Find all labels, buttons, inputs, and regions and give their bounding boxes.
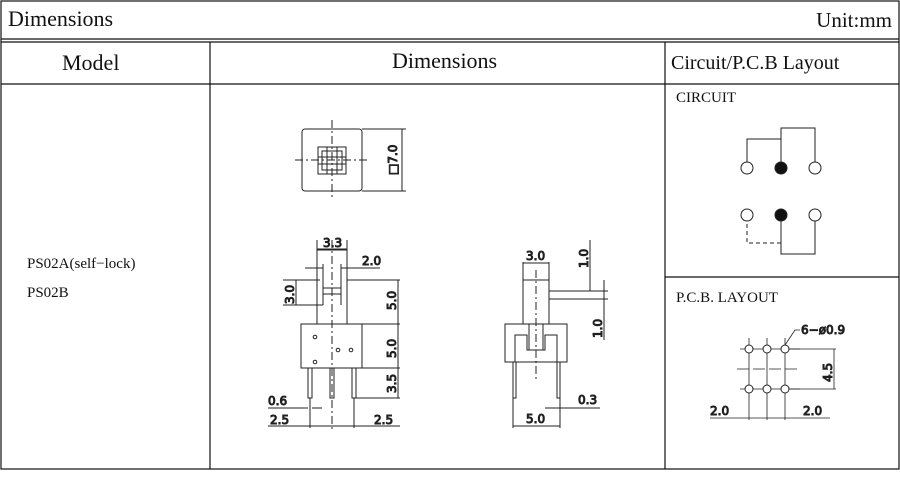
unit-label: Unit:mm [816,8,892,32]
dim-pin-span: 5.0 [526,412,545,426]
dim-pin-thickness: 0.3 [578,393,597,407]
circuit-diagram [740,127,822,255]
dim-pitch-left: 2.5 [270,413,289,427]
dim-side-width: 3.0 [526,249,545,263]
pcb-pitch-left: 2.0 [710,404,729,418]
dim-travel: 3.0 [283,285,297,304]
pcb-holes-label: 6−ø0.9 [801,323,845,337]
dim-gap-top: 1.0 [577,249,591,268]
sheet-title: Dimensions [8,6,114,31]
dim-width: 3.3 [323,236,342,250]
pcb-layout-label: P.C.B. LAYOUT [676,290,778,306]
column-header-circuit: Circuit/P.C.B Layout [671,52,840,74]
dim-stem-height: 5.0 [385,291,399,310]
dim-gap-bottom: 1.0 [591,319,605,338]
top-view-drawing: □7.0 [295,120,406,200]
model-name: PS02B [27,285,69,301]
front-view-drawing: 3.3 2.0 3.0 5.0 5.0 3.5 0.6 2.5 2.5 [268,236,400,430]
column-header-dimensions: Dimensions [392,48,498,73]
pcb-pitch-vertical: 4.5 [821,363,835,382]
dim-body-height: 5.0 [385,339,399,358]
model-name: PS02A(self−lock) [27,256,136,272]
dim-pin-width: 0.6 [268,394,287,408]
dim-slot: 2.0 [362,254,381,268]
pcb-pitch-right: 2.0 [803,404,822,418]
side-view-drawing: 3.0 1.0 1.0 0.3 5.0 [504,240,608,428]
dim-pin-length: 3.5 [385,374,399,393]
dim-size: □7.0 [386,145,400,175]
dim-pitch-right: 2.5 [374,413,393,427]
pcb-layout-diagram: 6−ø0.9 4.5 2.0 2.0 [710,323,846,420]
circuit-label: CIRCUIT [676,90,736,106]
column-header-model: Model [62,50,120,75]
